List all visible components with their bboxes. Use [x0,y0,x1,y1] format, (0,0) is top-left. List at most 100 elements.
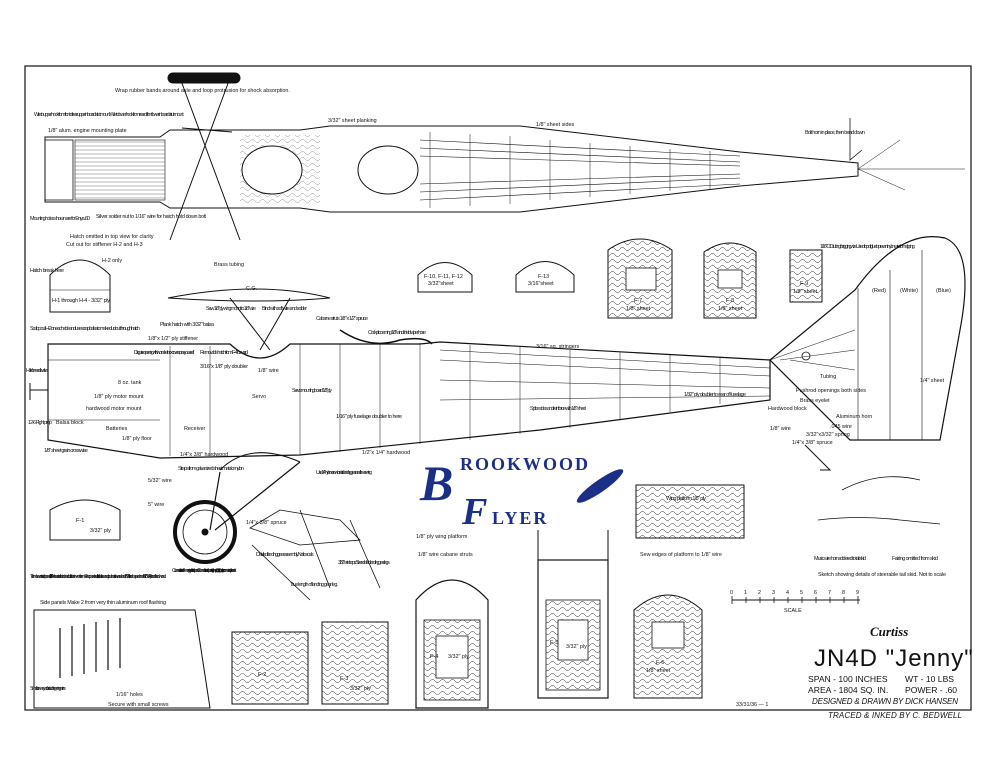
spec-area: AREA - 1804 SQ. IN. [808,685,888,695]
note-stringers: 3/16" sq. stringers [536,344,580,350]
logo-initial-f: F [461,491,487,533]
label-f4: F-4 [430,654,438,660]
note-saw-wire: Saw 1/8" ply wing mount to 1/8" wire [206,306,256,312]
note-balsa-block: Balsa block [56,420,84,426]
note-hatch-omitted: Hatch omitted in top view for clarity [70,234,154,240]
tail-wire-045: .045 wire [830,424,852,430]
label-louvers: To form louvers in side panels, drill 1/… [30,574,166,580]
formers-labels: Cut out for stiffener H-2 and H-3 H-2 on… [30,242,818,312]
note-hardwood: 1/4"x 3/8" hardwood [180,452,228,458]
label-f2: F-2 [258,672,266,678]
label-f6-sheet: 1/8" sheet [646,668,671,674]
former-f9: F-9 [800,281,808,287]
tail-blue: (Blue) [936,288,951,294]
former-f7: F-7 [634,298,642,304]
propeller [167,72,241,84]
note-wire-upper: Wire to upper hook from front of rear up… [34,112,184,118]
note-splice: Splice sides and reinforce with 1/8" she… [530,406,587,412]
former-f13: F-13 [538,274,549,280]
former-f7-sheet: 1/8" sheet [626,306,651,312]
note-mount-holes: Mounting holes shown are for Enya .60 [30,216,90,222]
former-f10: F-10, F-11, F-12 [424,274,463,280]
brand-curtiss: Curtiss [870,624,908,639]
note-nylon-screw: Use 1/4" nylon screw to retain landing g… [316,470,372,476]
top-view [44,72,965,241]
scale-tick-0: 0 [730,590,733,596]
note-rubber-bands: Wrap rubber bands around axle and loop p… [115,88,290,94]
note-stiffener: 1/8"x 1/2" ply stiffener [148,336,198,342]
title-block: Curtiss JN4D "Jenny" SPAN - 100 INCHES W… [736,624,974,708]
tail-labels: 1/16" O.D. tubing for rigging wire. Use … [768,244,951,446]
label-steerable: Sketch showing details of steerable tail… [818,572,946,578]
former-hatch-break: Hatch break here [30,268,64,274]
lower-detail-labels: F-1 3/32" ply 5" wire 1/4"x 3/8" spruce … [30,496,946,708]
top-view-notes: Wrap rubber bands around axle and loop p… [30,88,865,240]
note-cg: C.G. [246,286,257,292]
note-disguise: Disguise opening with two rocker box cov… [134,350,195,356]
label-secure: Secure with small screws [108,702,169,708]
label-f5-ply: 3/32" ply [566,644,587,650]
tail-spring: 3/32"x3/32" spring [806,432,850,438]
scale-tick-3: 3 [772,590,775,596]
note-cabane: Cabane struts 1/8" x 1/2" spruce [316,316,368,322]
former-h2-only: H-2 only [102,258,122,264]
former-f9-sheet: 1/8" sheet [793,289,818,295]
tail-red: (Red) [872,288,886,294]
note-batteries: Batteries [106,426,128,432]
note-hole-needle: Hole for needle valve [26,368,48,374]
note-engine-plate: 1/8" alum. engine mounting plate [48,128,127,134]
note-oz-tank: 8 oz. tank [118,380,142,386]
label-wire-cabane: 1/8" wire cabane struts [418,552,473,558]
label-holes: 1/16" holes [116,692,143,698]
note-bind-wire: Bind with soft wire and solder [262,306,307,312]
label-wire-5: 5" wire [148,502,164,508]
tail-aluminum-horn: Aluminum horn [836,414,872,420]
label-true-length: True length of landing gear leg. [290,582,338,588]
scale-tick-8: 8 [842,590,845,596]
note-plank-hatch: Plank hatch with 3/32" balsa [160,322,214,328]
label-music-wire: Music wire horn soldered to tail skid [814,556,866,562]
plan-title: JN4D "Jenny" [814,645,974,672]
note-ply-doubler: 3/16"x 1/8" ply doubler [200,364,248,370]
tail-tubing-note: 1/16" O.D. tubing for rigging wire. Use … [820,244,915,250]
note-wire-532: 5/32" wire [148,478,172,484]
note-flight-prop: 12-6 Flight prop [28,420,52,426]
note-servo: Servo [252,394,266,400]
note-wire-18: 1/8" wire [258,368,279,374]
spec-span: SPAN - 100 INCHES [808,674,888,684]
label-f1-ply: 3/32" ply [90,528,111,534]
note-motor-mount: 1/8" ply motor mount [94,394,144,400]
former-f8: F-8 [726,298,734,304]
note-servo-board: Servo mounting board 1/8" ply [292,388,332,394]
logo-propeller-icon [576,469,624,503]
label-sew-edges: Sew edges of platform to 1/8" wire [640,552,722,558]
tail-pushrod: Pushrod openings both sides [796,388,866,394]
tail-quarter-sheet: 1/4" sheet [920,378,945,384]
credit-traced: TRACED & INKED BY C. BEDWELL [828,711,962,720]
tail-hardwood-block: Hardwood block [768,406,807,412]
former-f13-sheet: 3/16"sheet [528,281,554,287]
tail-brass-eyelet: Brass eyelet [800,398,830,404]
label-wing-platform: Wing platform 1/8" ply [666,496,706,502]
brookwood-flyer-logo: B ROOKWOOD F LYER [419,454,624,533]
label-f6: F-6 [656,660,664,666]
scale-bar [731,596,860,604]
logo-line1: ROOKWOOD [460,454,590,474]
note-fuselage-doubler: 1/16" ply fuselage doubler to here [336,414,402,420]
label-f4-ply: 3/32" ply [448,654,469,660]
label-f1: F-1 [76,518,84,524]
side-view-labels: Brass tubing C.G. Saw 1/8" ply wing moun… [26,262,746,484]
note-silver-solder: Silver solder nut to 1/16" wire for hatc… [96,214,207,220]
scale-tick-5: 5 [800,590,803,596]
formers-row [49,238,823,319]
label-connect-wire: Connect wire lead from engine plate to s… [172,568,237,574]
note-sheet-grain: 1/8" sheet grain crosswise [44,448,88,454]
note-removable: Removable hatch from F-4 forward [200,350,248,356]
scale-tick-1: 1 [744,590,747,596]
tail-wire-18: 1/8" wire [770,426,791,432]
label-f3-ply: 3/32" ply [350,686,371,692]
label-landing-gear: Details of landing gear assembly. Not to… [256,552,314,558]
tail-white: (White) [900,288,918,294]
credit-designed: DESIGNED & DRAWN BY DICK HANSEN [812,697,958,706]
